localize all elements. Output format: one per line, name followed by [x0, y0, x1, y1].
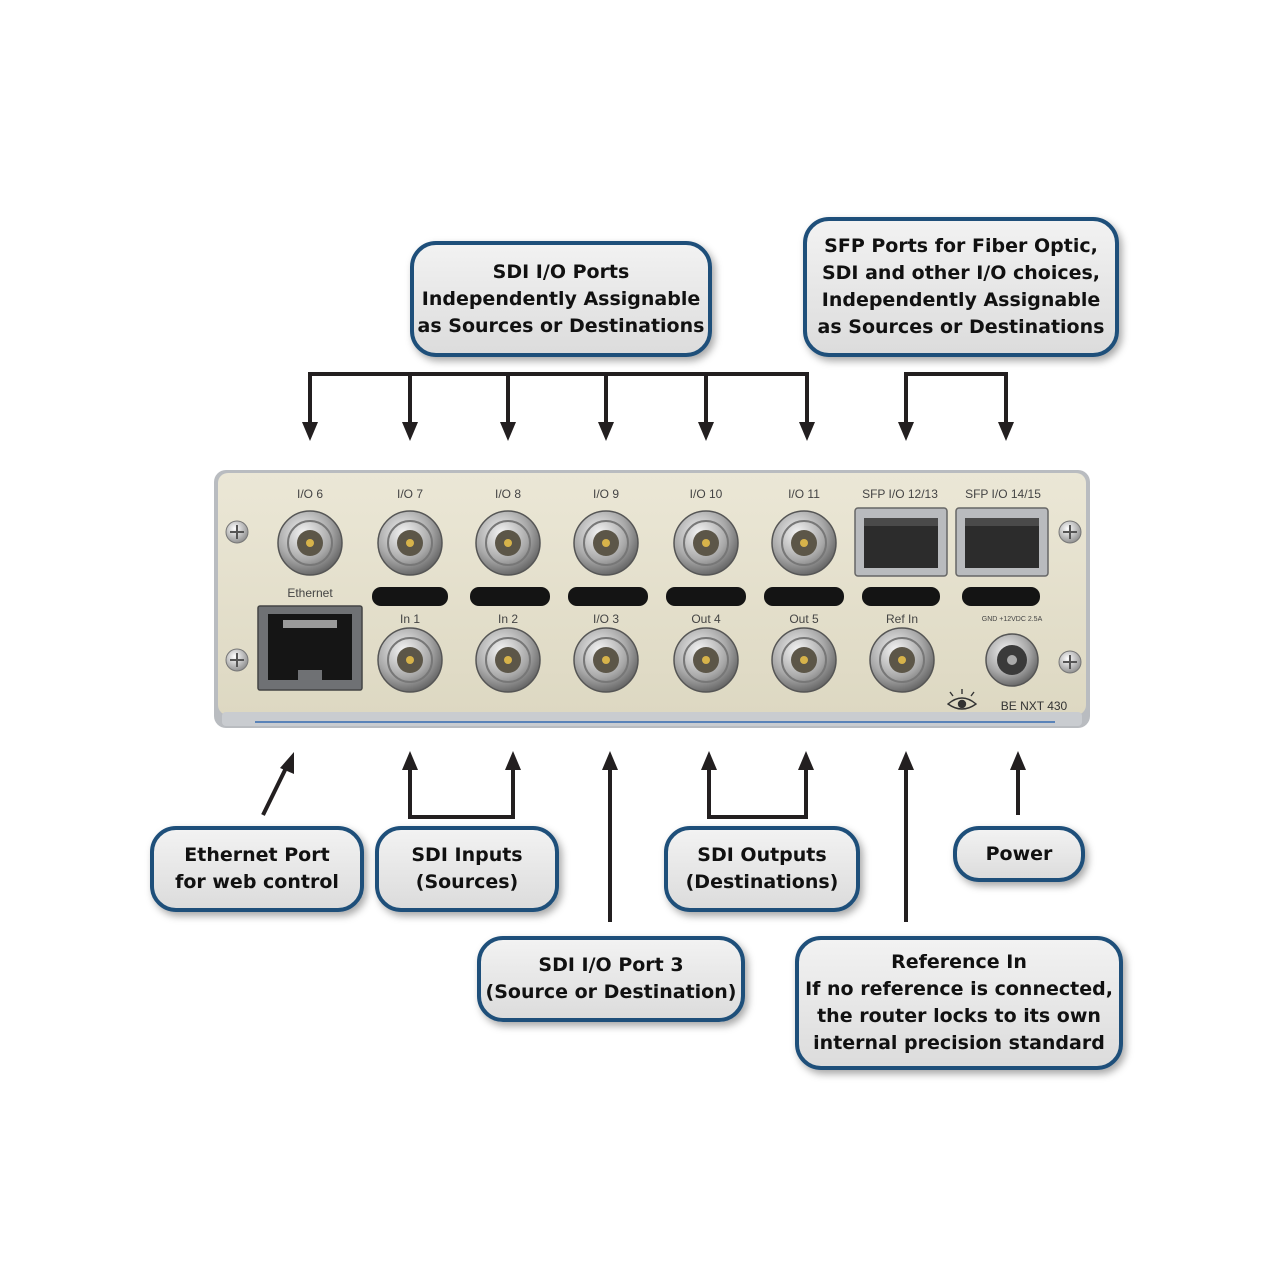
callout-line: SFP Ports for Fiber Optic, — [824, 235, 1098, 257]
vent-slot — [962, 587, 1040, 606]
sfp-cage-12-13 — [854, 507, 948, 577]
bnc-connector-in2 — [475, 627, 541, 693]
port-label-sfp-12-13: SFP I/O 12/13 — [862, 487, 938, 501]
callout-power: Power — [953, 826, 1085, 882]
arrowhead-down — [698, 422, 714, 441]
vent-slot — [666, 587, 746, 606]
vent-slot — [568, 587, 648, 606]
callout-sdi-port-3: SDI I/O Port 3 (Source or Destination) — [477, 936, 745, 1022]
ethernet-port-icon — [257, 605, 363, 691]
callout-line: as Sources or Destinations — [417, 314, 705, 337]
port-label-in1: In 1 — [400, 612, 420, 626]
bnc-connector-out4 — [673, 627, 739, 693]
arrowhead-down — [998, 422, 1014, 441]
port-label-io9: I/O 9 — [593, 487, 619, 501]
callout-sfp-ports: SFP Ports for Fiber Optic, SDI and other… — [803, 217, 1119, 357]
arrowhead-down — [898, 422, 914, 441]
vent-slot — [862, 587, 940, 606]
callout-line: (Sources) — [415, 871, 519, 893]
arrowhead-down — [598, 422, 614, 441]
callout-line: SDI I/O Ports — [492, 260, 630, 283]
vent-slot — [372, 587, 448, 606]
sdi-outputs-bracket — [707, 768, 808, 819]
screw-icon — [1058, 650, 1082, 674]
port-label-io3: I/O 3 — [593, 612, 619, 626]
port-label-sfp-14-15: SFP I/O 14/15 — [965, 487, 1041, 501]
device-panel: I/O 6 I/O 7 I/O 8 I/O 9 I/O 10 I/O 11 SF… — [214, 470, 1090, 728]
callout-line: SDI and other I/O choices, — [821, 262, 1101, 284]
callout-line: for web control — [175, 871, 339, 893]
bnc-connector-io6 — [277, 510, 343, 576]
callout-line: SDI Inputs — [411, 844, 523, 866]
callout-line: Power — [985, 842, 1053, 865]
callout-line: If no reference is connected, — [805, 978, 1113, 1000]
port-label-ref-in: Ref In — [886, 612, 918, 626]
bnc-connector-io7 — [377, 510, 443, 576]
sfp-cage-14-15 — [955, 507, 1049, 577]
callout-ethernet-port: Ethernet Port for web control — [150, 826, 364, 912]
callout-sdi-io-ports: SDI I/O Ports Independently Assignable a… — [410, 241, 712, 357]
port-label-io7: I/O 7 — [397, 487, 423, 501]
callout-sdi-outputs: SDI Outputs (Destinations) — [664, 826, 860, 912]
power-jack-icon — [985, 633, 1039, 687]
port-label-out5: Out 5 — [789, 612, 819, 626]
arrowhead-up — [402, 751, 418, 770]
vent-slot — [764, 587, 844, 606]
callout-line: (Destinations) — [685, 871, 839, 893]
callout-line: as Sources or Destinations — [817, 316, 1105, 338]
arrowhead-down — [402, 422, 418, 441]
arrowhead-up — [602, 751, 618, 770]
bnc-connector-io10 — [673, 510, 739, 576]
callout-line: (Source or Destination) — [485, 981, 737, 1003]
bnc-connector-io11 — [771, 510, 837, 576]
callout-reference-in: Reference In If no reference is connecte… — [795, 936, 1123, 1070]
bnc-connector-out5 — [771, 627, 837, 693]
callout-line: internal precision standard — [813, 1032, 1105, 1054]
eye-logo-icon — [946, 689, 978, 710]
model-label: BE NXT 430 — [1001, 699, 1068, 713]
callout-sdi-inputs: SDI Inputs (Sources) — [375, 826, 559, 912]
vent-slot — [470, 587, 550, 606]
port-label-io8: I/O 8 — [495, 487, 521, 501]
port-label-io6: I/O 6 — [297, 487, 323, 501]
bnc-connector-io8 — [475, 510, 541, 576]
port-label-in2: In 2 — [498, 612, 518, 626]
callout-line: Independently Assignable — [821, 289, 1101, 311]
arrowhead-up — [701, 751, 717, 770]
bnc-connector-ref-in — [869, 627, 935, 693]
callout-line: SDI I/O Port 3 — [538, 954, 684, 976]
arrowhead-up — [505, 751, 521, 770]
arrowhead-down — [799, 422, 815, 441]
arrowheads — [280, 422, 1026, 774]
panel-bottom-edge — [222, 712, 1082, 726]
port-label-out4: Out 4 — [691, 612, 721, 626]
bnc-connector-in1 — [377, 627, 443, 693]
callout-line: SDI Outputs — [697, 844, 827, 866]
arrowhead-down — [302, 422, 318, 441]
screw-icon — [1058, 520, 1082, 544]
arrowhead-down — [500, 422, 516, 441]
power-rating-label: GND +12VDC 2.5A — [982, 616, 1043, 623]
port-label-io10: I/O 10 — [690, 487, 723, 501]
arrowhead-up — [898, 751, 914, 770]
arrowhead-up — [280, 752, 294, 774]
callout-line: Reference In — [891, 951, 1027, 973]
sdi-inputs-bracket — [408, 768, 515, 819]
callout-line: Independently Assignable — [421, 287, 701, 310]
callout-line: Ethernet Port — [184, 844, 330, 866]
arrows — [261, 372, 1020, 922]
screw-icon — [225, 648, 249, 672]
ethernet-arrow-shaft — [261, 767, 288, 816]
arrowhead-up — [798, 751, 814, 770]
bnc-connector-io3 — [573, 627, 639, 693]
bnc-connector-io9 — [573, 510, 639, 576]
screw-icon — [225, 520, 249, 544]
callout-line: the router locks to its own — [817, 1005, 1101, 1027]
arrowhead-up — [1010, 751, 1026, 770]
sfp-bracket — [904, 372, 1008, 425]
sdi-io-bracket — [308, 372, 809, 425]
ethernet-label: Ethernet — [287, 586, 333, 600]
port-label-io11: I/O 11 — [788, 487, 820, 501]
